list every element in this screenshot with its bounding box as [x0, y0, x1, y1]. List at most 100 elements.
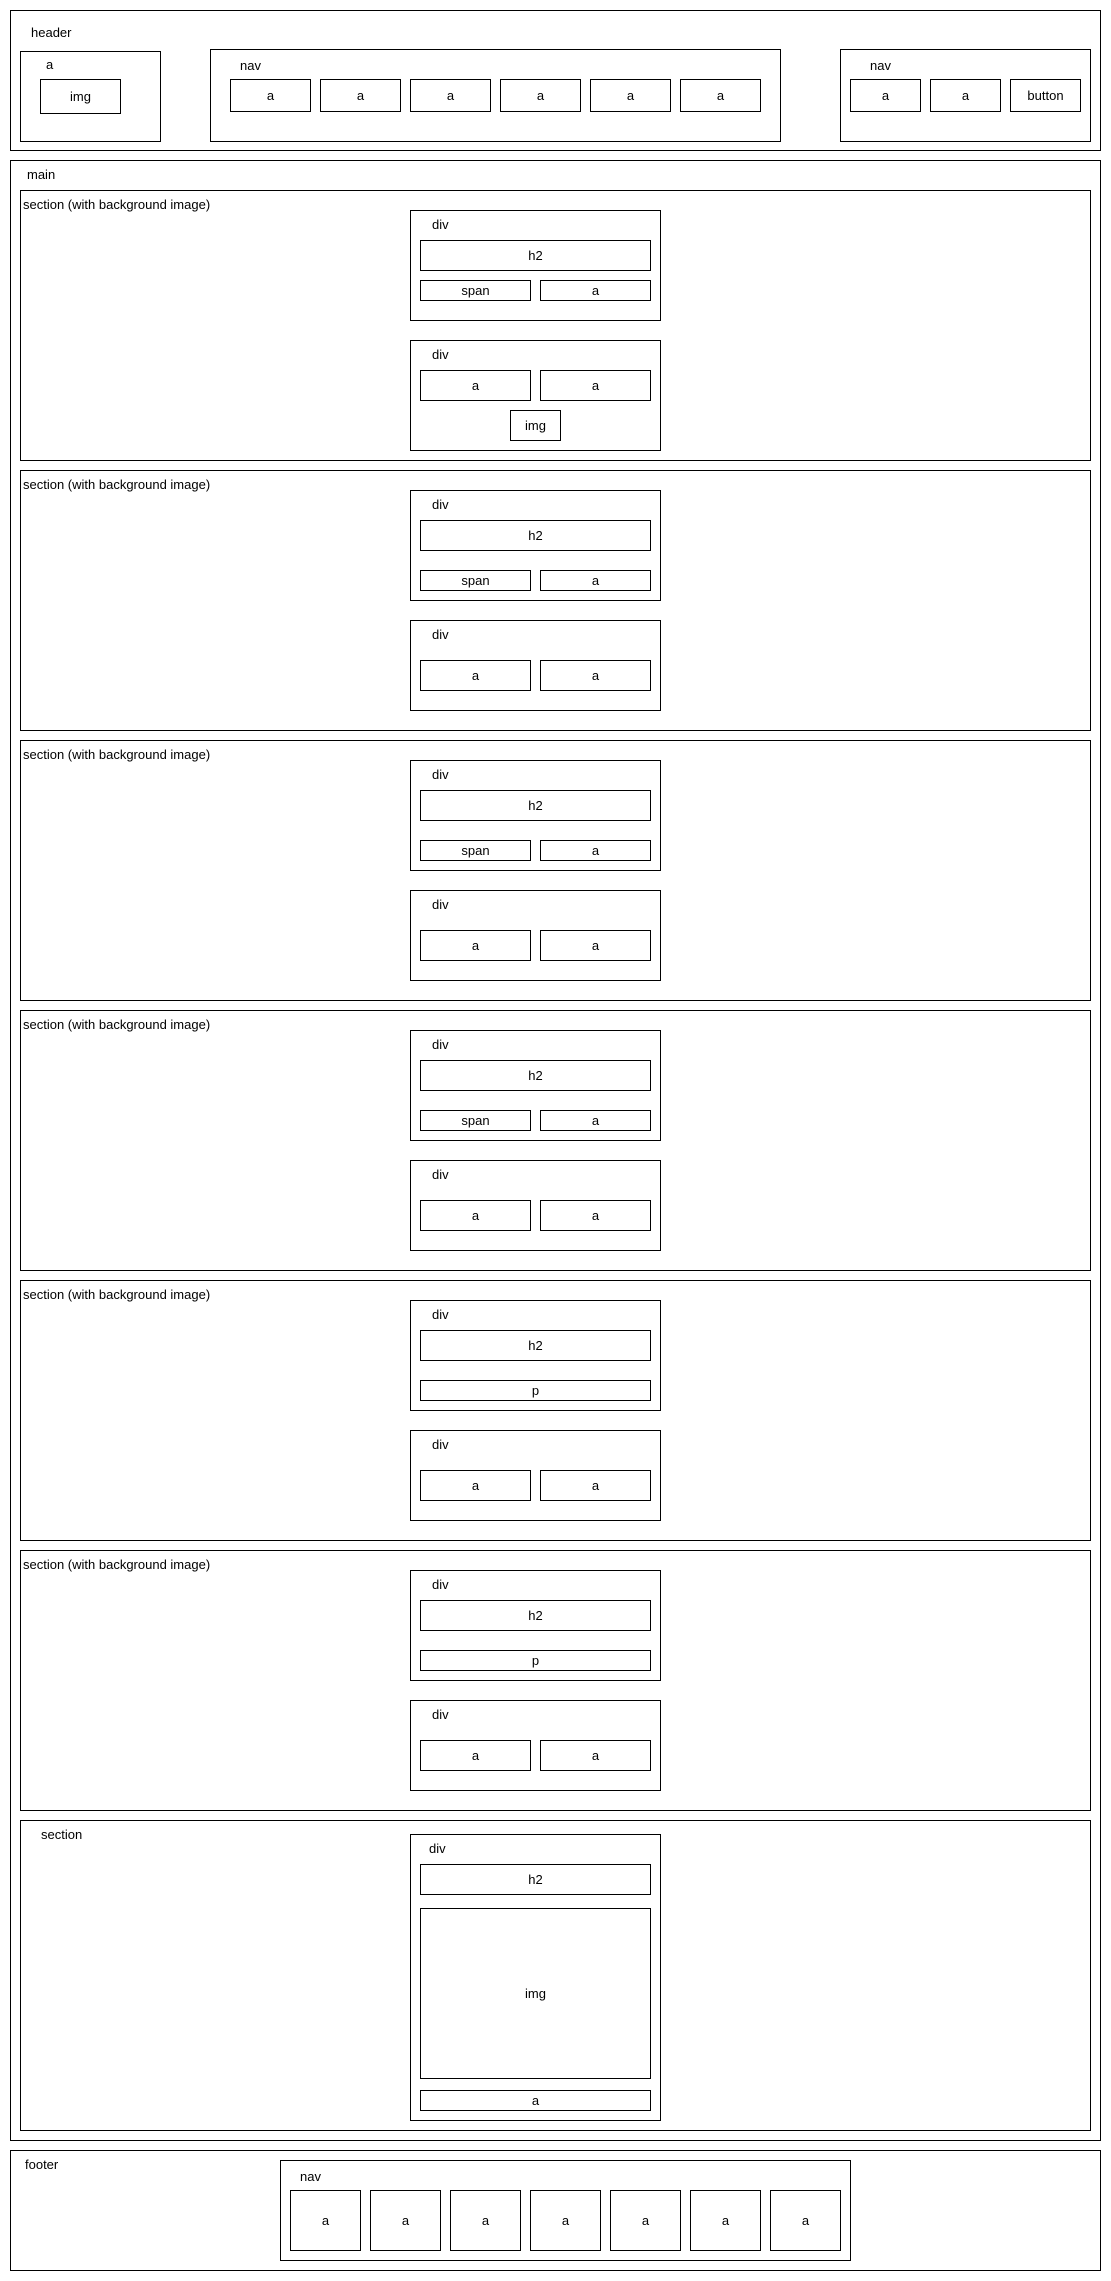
feature-section: section (with background image) div h2 p…	[20, 1550, 1091, 1811]
footer-nav-link[interactable]: a	[690, 2190, 761, 2251]
section-action-link[interactable]: a	[540, 1470, 651, 1501]
section-link[interactable]: a	[540, 840, 651, 861]
gallery-section: section div h2 img a	[20, 1820, 1091, 2131]
section-action-link[interactable]: a	[540, 1740, 651, 1771]
main-nav-link[interactable]: a	[230, 79, 311, 112]
footer-nav-link[interactable]: a	[290, 2190, 361, 2251]
section-heading: h2	[420, 240, 651, 271]
div-label: div	[432, 767, 449, 782]
section-span: span	[420, 1110, 531, 1131]
section-text-block: div h2 span a	[410, 490, 661, 601]
section-actions-block: div a a	[410, 620, 661, 711]
section-link[interactable]: a	[540, 570, 651, 591]
section-label: section	[41, 1827, 83, 1842]
section-label: section (with background image)	[23, 477, 211, 492]
section-text-block: div h2 span a	[410, 1030, 661, 1141]
logo-link-label: a	[46, 57, 54, 72]
feature-section: section (with background image) div h2 p…	[20, 1280, 1091, 1541]
div-label: div	[432, 497, 449, 512]
secondary-nav-link[interactable]: a	[850, 79, 921, 112]
header-label: header	[31, 25, 72, 40]
section-text-block: div h2 p	[410, 1300, 661, 1411]
div-label: div	[432, 1307, 449, 1322]
section-actions-block: div a a	[410, 890, 661, 981]
footer-nav-label: nav	[300, 2169, 321, 2184]
header: header a img nav a a a a a a nav a a but…	[10, 10, 1101, 151]
main-nav-link[interactable]: a	[320, 79, 401, 112]
section-label: section (with background image)	[23, 1557, 211, 1572]
section-link[interactable]: a	[540, 280, 651, 301]
section-span: span	[420, 840, 531, 861]
section-paragraph: p	[420, 1380, 651, 1401]
section-action-link[interactable]: a	[540, 1200, 651, 1231]
section-action-link[interactable]: a	[420, 1200, 531, 1231]
logo-link[interactable]: a img	[20, 51, 161, 142]
main-nav: nav a a a a a a	[210, 49, 781, 142]
section-actions-block: div a a	[410, 1160, 661, 1251]
footer-nav: nav a a a a a a a	[280, 2160, 851, 2261]
logo-image: img	[40, 79, 121, 114]
feature-section: section (with background image) div h2 s…	[20, 470, 1091, 731]
section-span: span	[420, 280, 531, 301]
hero-section: section (with background image) div h2 s…	[20, 190, 1091, 461]
main-nav-link[interactable]: a	[680, 79, 761, 112]
footer-nav-link[interactable]: a	[450, 2190, 521, 2251]
section-image: img	[510, 410, 561, 441]
main-nav-link[interactable]: a	[410, 79, 491, 112]
div-label: div	[432, 1037, 449, 1052]
footer-nav-link[interactable]: a	[530, 2190, 601, 2251]
section-heading: h2	[420, 1330, 651, 1361]
secondary-nav-label: nav	[870, 58, 891, 73]
div-label: div	[432, 1577, 449, 1592]
gallery-image: img	[420, 1908, 651, 2079]
section-text-block: div h2 span a	[410, 760, 661, 871]
secondary-nav-link[interactable]: a	[930, 79, 1001, 112]
section-action-link[interactable]: a	[540, 930, 651, 961]
main-nav-link[interactable]: a	[590, 79, 671, 112]
main: main section (with background image) div…	[10, 160, 1101, 2141]
section-link[interactable]: a	[540, 1110, 651, 1131]
div-label: div	[432, 1167, 449, 1182]
footer-nav-link[interactable]: a	[370, 2190, 441, 2251]
header-button[interactable]: button	[1010, 79, 1081, 112]
div-label: div	[432, 217, 449, 232]
section-actions-block: div a a img	[410, 340, 661, 451]
div-label: div	[432, 1437, 449, 1452]
section-action-link[interactable]: a	[420, 1470, 531, 1501]
section-action-link[interactable]: a	[420, 1740, 531, 1771]
section-actions-block: div a a	[410, 1430, 661, 1521]
section-heading: h2	[420, 1600, 651, 1631]
section-action-link[interactable]: a	[420, 930, 531, 961]
section-action-link[interactable]: a	[420, 660, 531, 691]
gallery-block: div h2 img a	[410, 1834, 661, 2121]
section-label: section (with background image)	[23, 1287, 211, 1302]
footer-nav-link[interactable]: a	[610, 2190, 681, 2251]
section-actions-block: div a a	[410, 1700, 661, 1791]
main-label: main	[27, 167, 56, 182]
section-action-link[interactable]: a	[540, 660, 651, 691]
section-action-link[interactable]: a	[420, 370, 531, 401]
feature-section: section (with background image) div h2 s…	[20, 740, 1091, 1001]
section-label: section (with background image)	[23, 197, 211, 212]
section-text-block: div h2 span a	[410, 210, 661, 321]
gallery-heading: h2	[420, 1864, 651, 1895]
section-action-link[interactable]: a	[540, 370, 651, 401]
footer-nav-link[interactable]: a	[770, 2190, 841, 2251]
section-label: section (with background image)	[23, 747, 211, 762]
div-label: div	[432, 347, 449, 362]
section-heading: h2	[420, 790, 651, 821]
footer-label: footer	[25, 2157, 59, 2172]
div-label: div	[429, 1841, 446, 1856]
section-span: span	[420, 570, 531, 591]
section-text-block: div h2 p	[410, 1570, 661, 1681]
div-label: div	[432, 1707, 449, 1722]
section-heading: h2	[420, 520, 651, 551]
main-nav-label: nav	[240, 58, 261, 73]
section-heading: h2	[420, 1060, 651, 1091]
footer: footer nav a a a a a a a	[10, 2150, 1101, 2271]
main-nav-link[interactable]: a	[500, 79, 581, 112]
section-label: section (with background image)	[23, 1017, 211, 1032]
gallery-link[interactable]: a	[420, 2090, 651, 2111]
div-label: div	[432, 897, 449, 912]
secondary-nav: nav a a button	[840, 49, 1091, 142]
